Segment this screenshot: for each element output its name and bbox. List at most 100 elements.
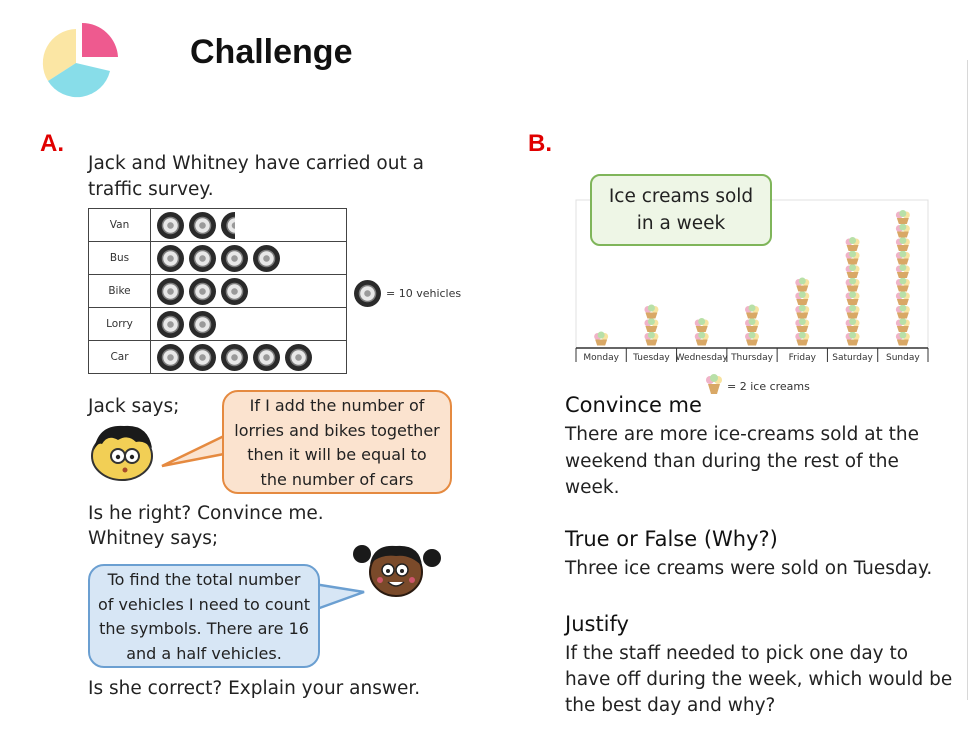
ice-cream-key-text: = 2 ice creams [727,380,810,393]
row-symbols [150,340,347,374]
slide-edge-line [967,60,968,700]
ice-cream-icon [895,264,910,278]
ice-cream-icon [895,331,910,346]
chart-title-line-2: in a week [636,213,726,234]
vehicle-key-text: = 10 vehicles [386,287,462,300]
chart-title-line-1: Ice creams sold [608,186,754,207]
row-label: Van [88,208,151,242]
ice-cream-icon [694,331,709,346]
ice-cream-icon [795,304,810,319]
ice-cream-icon [845,291,860,305]
half-wheel-icon [221,211,235,239]
whitney-bubble-line-1: To find the total number [107,570,301,589]
ice-cream-icon [895,304,910,319]
chart-column [594,331,609,346]
wheel-icon [157,310,184,338]
row-symbols [150,208,347,242]
jack-bubble-line-2: lorries and bikes together [234,420,440,440]
wheel-icon [157,211,184,239]
table-row: Bike [88,274,347,308]
chart-column [895,210,910,346]
whitney-bubble-tail [313,582,365,612]
section-b-label: B. [528,130,552,157]
ice-cream-icon [644,318,659,332]
jack-says-label: Jack says; [88,396,180,417]
table-row: Van [88,208,347,242]
row-symbols [150,307,347,341]
whitney-bubble-line-4: and a half vehicles. [126,643,282,663]
ice-cream-icon [745,318,759,332]
convince-line-1: There are more ice-creams sold at the [565,424,920,445]
ice-cream-key-icon [706,374,722,394]
whitney-avatar [353,545,441,597]
wheel-key-icon [354,280,386,307]
convince-line-2: weekend than during the rest of the [565,451,899,472]
intro-line-1: Jack and Whitney have carried out a [88,153,424,174]
wheel-icon [221,343,248,371]
chart-column [745,304,759,346]
ice-cream-icon [895,291,910,305]
ice-cream-icon [745,304,759,319]
ice-cream-icon [644,304,659,319]
ice-cream-icon [845,318,860,332]
x-tick-label: Wednesday [676,353,729,363]
intro-line-2: traffic survey. [88,179,214,200]
whitney-says-label: Whitney says; [88,528,219,549]
x-tick-label: Friday [789,353,817,363]
ice-cream-icon [895,237,910,251]
ice-cream-icon [895,250,910,265]
row-label: Bike [88,274,151,308]
ice-cream-icon [644,331,659,346]
row-symbols [150,274,347,308]
wheel-icon [285,343,312,371]
ice-cream-icon [845,304,860,319]
whitney-speech-bubble: To find the total number of vehicles I n… [88,564,320,668]
jack-bubble-line-1: If I add the number of [249,396,425,415]
ice-cream-icon [895,210,910,224]
x-tick-label: Thursday [730,353,774,363]
chart-column [644,304,659,346]
jack-avatar [91,425,153,481]
true-false-heading: True or False (Why?) [565,527,778,551]
wheel-icon [157,277,184,305]
page-title: Challenge [190,33,353,71]
table-row: Lorry [88,307,347,341]
ice-cream-icon [795,318,810,332]
row-symbols [150,241,347,275]
justify-line-1: If the staff needed to pick one day to [565,643,909,664]
justify-heading: Justify [565,612,629,636]
whitney-bubble-line-3: the symbols. There are 16 [99,619,309,638]
chart-column [795,277,810,346]
row-label: Lorry [88,307,151,341]
ice-cream-icon [845,237,860,251]
x-tick-label: Monday [583,353,619,363]
whitney-bubble-line-2: of vehicles I need to count [97,594,311,614]
wheel-icon [189,277,216,305]
justify-line-3: the best day and why? [565,695,776,716]
ice-cream-icon [845,277,860,292]
jack-bubble-tail [161,434,225,468]
x-tick-label: Tuesday [632,353,670,363]
wheel-icon [189,244,216,272]
jack-bubble-line-3: then it will be equal to [247,445,427,464]
ice-cream-icon [895,223,910,238]
ice-cream-icon [795,291,810,305]
question-1: Is he right? Convince me. [88,503,324,524]
row-label: Car [88,340,151,374]
chart-column [694,318,709,346]
wheel-icon [221,244,248,272]
chart-title-box: Ice creams sold in a week [590,174,772,246]
ice-cream-icon [594,331,609,346]
wheel-icon [221,277,248,305]
wheel-icon [157,244,184,272]
jack-speech-bubble: If I add the number of lorries and bikes… [222,390,452,494]
x-tick-label: Saturday [832,353,873,363]
question-2: Is she correct? Explain your answer. [88,678,421,699]
convince-heading: Convince me [565,393,702,417]
ice-cream-icon [745,331,759,346]
ice-cream-icon [694,318,709,332]
chart-column [845,237,860,346]
table-row: Car [88,340,347,374]
convince-line-3: week. [565,477,620,498]
